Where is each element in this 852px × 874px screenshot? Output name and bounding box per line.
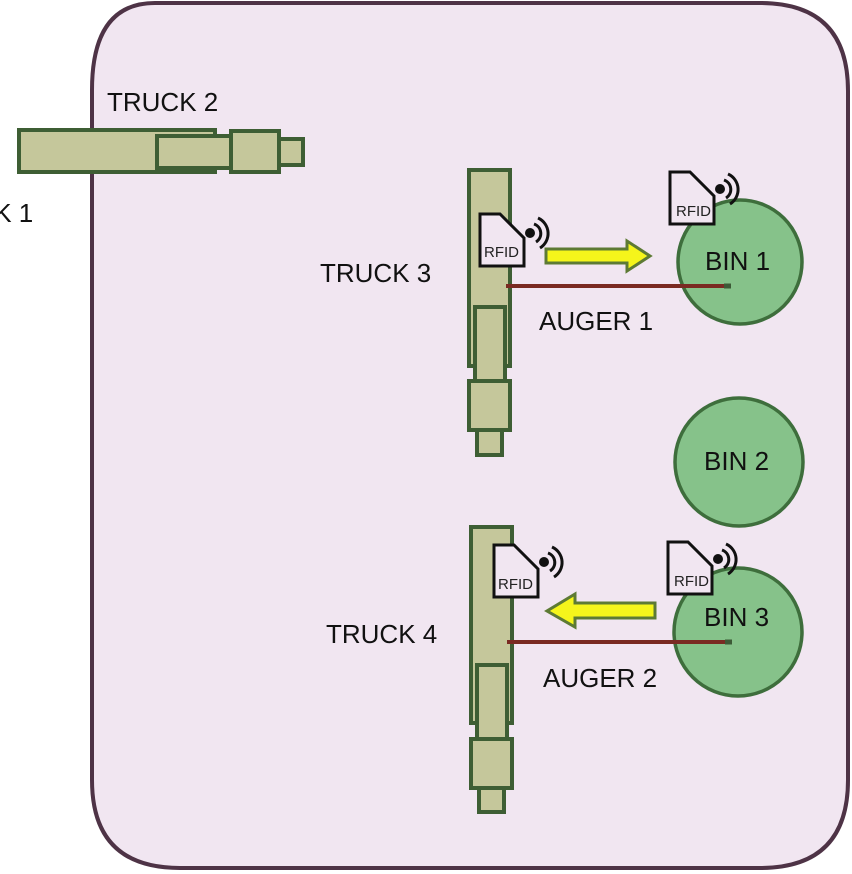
truck-3-hood: [467, 379, 512, 432]
rfid-tag-icon: RFID: [668, 170, 740, 226]
bin-2: [673, 396, 805, 528]
rfid-tag-label: RFID: [674, 573, 709, 590]
truck-4-label: TRUCK 4: [326, 619, 437, 649]
auger-1-label: AUGER 1: [539, 306, 653, 336]
truck-2-bumper: [277, 137, 305, 167]
truck-4-hood: [469, 737, 514, 790]
truck-3-cab: [473, 305, 507, 383]
truck-3-bumper: [475, 428, 504, 457]
rfid-tag-icon: RFID: [666, 540, 738, 596]
rfid-tag-icon: RFID: [478, 212, 550, 268]
truck-1-label: TRUCK 1: [0, 198, 33, 228]
truck-4-cab: [475, 663, 509, 741]
truck-4-bumper: [477, 786, 506, 814]
truck-2-label: TRUCK 2: [107, 87, 218, 117]
truck-2-hood: [229, 129, 281, 174]
rfid-tag-label: RFID: [484, 244, 519, 261]
flow-arrow-icon: [544, 238, 653, 274]
truck-3: [467, 168, 512, 457]
truck-3-label: TRUCK 3: [320, 258, 431, 288]
bin-1: [676, 198, 804, 326]
bin-3: [672, 566, 804, 698]
rfid-tag-label: RFID: [498, 576, 533, 593]
bin-1-label: BIN 1: [705, 246, 770, 276]
bin-2-label: BIN 2: [704, 446, 769, 476]
rfid-tag-label: RFID: [676, 203, 711, 220]
truck-2: [17, 128, 305, 174]
auger-2-label: AUGER 2: [543, 663, 657, 693]
bin-3-label: BIN 3: [704, 602, 769, 632]
rfid-tag-icon: RFID: [492, 543, 564, 599]
flow-arrow-icon: [544, 591, 657, 630]
truck-2-cab: [155, 134, 233, 170]
yard-boundary: [90, 0, 850, 870]
